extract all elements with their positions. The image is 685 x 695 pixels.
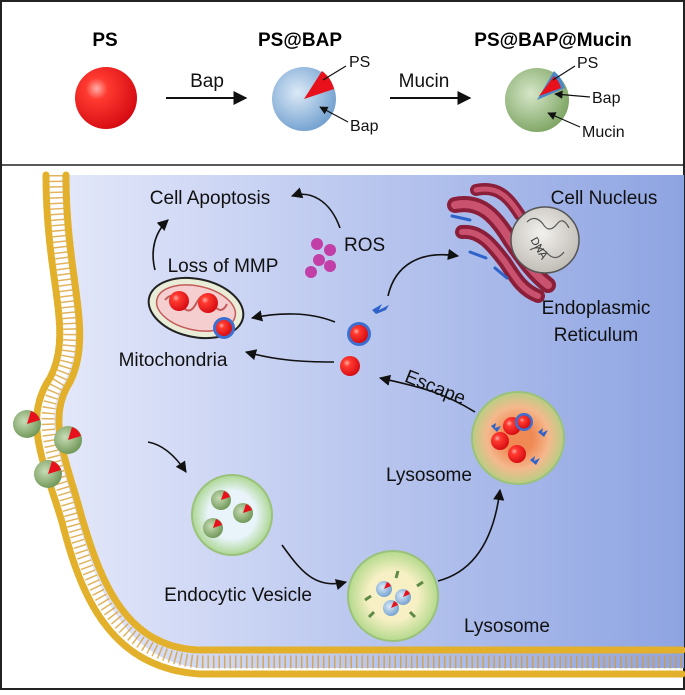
mucin-bap-callout: Bap <box>592 90 621 107</box>
lysosome-lower-label: Lysosome <box>464 616 550 637</box>
ps-bap-nanoparticle <box>272 67 336 131</box>
lightning-icon <box>372 304 389 315</box>
arrow-ros-to-apoptosis <box>290 187 341 229</box>
ps-bap-title: PS@BAP <box>258 30 342 51</box>
mitochondrion <box>147 276 245 340</box>
mucin-mucin-callout: Mucin <box>582 124 625 141</box>
ps-bap-ps-callout: PS <box>349 54 370 71</box>
endocytic-vesicle <box>191 474 273 556</box>
ps-bap-mucin-title: PS@BAP@Mucin <box>474 30 631 51</box>
ros-label: ROS <box>344 235 385 256</box>
arrow-to-er <box>387 248 460 297</box>
arrow-ps-to-mito-2 <box>244 349 335 363</box>
ps-bap-mucin-nanoparticle <box>505 68 569 132</box>
top-panel: PS Bap PS@BAP PS Bap Mucin PS@BAP@Mucin … <box>75 30 632 141</box>
reticulum-label: Reticulum <box>554 325 638 346</box>
arrow-escape <box>378 374 476 413</box>
extracellular-nanoparticles <box>13 410 82 488</box>
endoplasmic-label: Endoplasmic <box>542 298 651 319</box>
mucin-ps-leader <box>552 65 576 81</box>
ps-bap-bap-leader <box>319 106 349 123</box>
arrow-mmp-to-apoptosis <box>152 219 169 271</box>
cell-nucleus-label: Cell Nucleus <box>551 188 658 209</box>
ps-nanoparticle <box>75 67 137 129</box>
pathway-arrows <box>147 187 505 590</box>
mitochondria-label: Mitochondria <box>119 350 228 371</box>
mucin-mucin-leader <box>547 112 581 128</box>
cell-apoptosis-label: Cell Apoptosis <box>150 188 270 209</box>
mucin-bap-leader <box>554 90 591 99</box>
cell-nucleus <box>510 206 580 274</box>
loss-of-mmp-label: Loss of MMP <box>168 256 279 277</box>
ps-title: PS <box>92 30 117 51</box>
lysosome-upper-label: Lysosome <box>386 465 472 486</box>
lysosome-lower <box>347 550 439 642</box>
lysosome-upper <box>471 391 565 485</box>
arrow-vesicle-to-lysosome <box>281 544 348 590</box>
ros-particles <box>305 238 336 278</box>
ps-bap-ps-leader <box>322 65 347 81</box>
arrow-lysosome-maturation <box>437 488 505 582</box>
arrow-bap-label: Bap <box>190 71 224 92</box>
arrow-ps-to-mito-1 <box>250 310 336 323</box>
endoplasmic-reticulum <box>447 183 556 303</box>
mucin-ps-callout: PS <box>577 55 598 72</box>
endocytic-vesicle-label: Endocytic Vesicle <box>164 585 312 606</box>
arrow-mucin-label: Mucin <box>399 71 450 92</box>
arrow-uptake <box>147 441 187 473</box>
ps-bap-bap-callout: Bap <box>350 118 379 135</box>
released-nanoparticles <box>340 304 389 376</box>
